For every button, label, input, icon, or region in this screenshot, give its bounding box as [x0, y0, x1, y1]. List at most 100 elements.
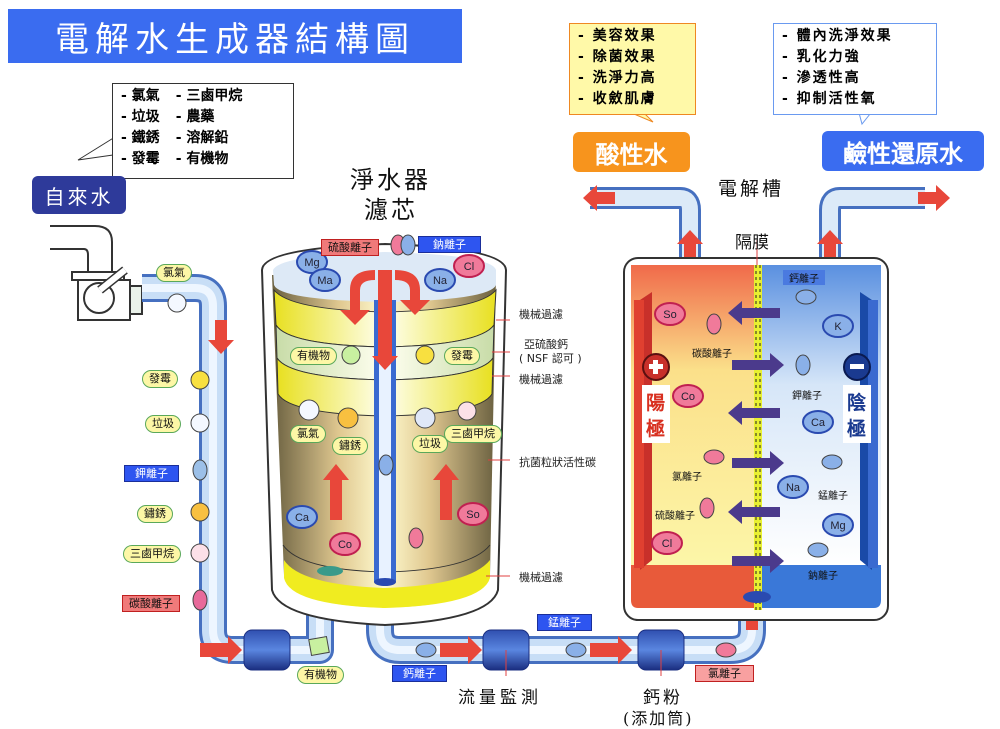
sodium-ion-label: 鈉離子 [418, 236, 481, 253]
filter-layer-note: ( NSF 認可 ) [519, 352, 582, 365]
ion-symbol: Na [786, 482, 801, 494]
ion-symbol: Ca [811, 417, 826, 429]
contaminant-pill: 有機物 [290, 347, 337, 365]
tank-ion-label: 錳離子 [818, 491, 848, 502]
benefit-item: - 乳化力強 [782, 49, 861, 65]
ion-so-bubble: So [654, 302, 686, 326]
contaminant-callout-tail [77, 136, 116, 161]
membrane-label: 隔膜 [735, 233, 769, 253]
ion-co-bubble: Co [672, 384, 704, 408]
ion-ca-bubble: Ca [286, 505, 318, 529]
pipe-label: 鉀離子 [124, 465, 179, 482]
contaminant-item: - 農藥 [175, 109, 215, 125]
contaminant-list-1: - 氯氣 - 垃圾 - 鐵銹 - 發霉 [121, 86, 160, 170]
ion-so-bubble: So [457, 502, 489, 526]
contaminant-item: - 鐵銹 [121, 130, 160, 146]
acid-water-label: 酸性水 [573, 132, 690, 172]
pipe-label: 三鹵甲烷 [123, 545, 181, 563]
benefit-item: - 滲透性高 [782, 70, 861, 86]
tank-ion-label: 碳酸離子 [692, 349, 732, 360]
tank-ion-label: 鈣離子 [783, 270, 825, 285]
acid-outlet-pipe [590, 187, 701, 265]
ion-symbol: Mg [830, 520, 845, 532]
cathode-label-2: 極 [847, 418, 867, 440]
ion-ma-bubble: Ma [309, 268, 341, 292]
calcium-cartridge-label: (添加筒) [623, 709, 694, 728]
tank-ion-label: 硫酸離子 [655, 511, 695, 522]
anode-label-2: 極 [646, 418, 666, 440]
calcium-ion-label: 鈣離子 [392, 665, 447, 682]
contaminant-pill: 垃圾 [412, 435, 448, 453]
benefit-item: - 抑制活性氧 [782, 91, 877, 107]
pipe-label: 碳酸離子 [122, 595, 180, 612]
coupling-inlet [243, 629, 291, 671]
ion-symbol: Ma [317, 275, 333, 287]
ion-na-bubble: Na [424, 268, 456, 292]
ion-symbol: Co [681, 391, 695, 403]
benefit-item: - 體內洗淨效果 [782, 28, 893, 44]
cathode-label-1: 陰 [847, 392, 867, 414]
contaminant-list-2: - 三鹵甲烷 - 農藥 - 溶解鉛 - 有機物 [176, 86, 243, 170]
filter-layer-label: 機械過濾 [519, 373, 563, 386]
faucet-icon [50, 225, 143, 321]
contaminant-item: - 溶解鉛 [175, 130, 229, 146]
contaminant-pill: 鏽銹 [332, 437, 368, 455]
contaminant-pill: 三鹵甲烷 [444, 425, 502, 443]
ion-symbol: Na [433, 275, 448, 287]
tank-ion-label: 氯離子 [672, 472, 702, 483]
ion-symbol: Cl [662, 538, 672, 550]
chlorine-ion-label: 氯離子 [695, 665, 754, 682]
filter-subtitle: 濾芯 [364, 196, 418, 224]
sulfate-ion-label: 硫酸離子 [321, 239, 379, 256]
contaminant-callout: - 氯氣 - 垃圾 - 鐵銹 - 發霉 - 三鹵甲烷 - 農藥 - 溶解鉛 - … [112, 83, 294, 179]
ion-na-bubble: Na [777, 475, 809, 499]
manganese-ion-label: 錳離子 [537, 614, 592, 631]
contaminant-pill: 氯氣 [290, 425, 326, 443]
acid-water-benefits: - 美容效果 - 除菌效果 - 洗淨力高 - 收斂肌膚 [569, 23, 696, 115]
ion-cl-bubble: Cl [651, 531, 683, 555]
filter-layer-label: 機械過濾 [519, 308, 563, 321]
ion-symbol: So [663, 309, 676, 321]
benefit-item: - 洗淨力高 [578, 70, 657, 86]
alkaline-outlet-pipe [819, 187, 925, 265]
filter-layer-label: 亞硫酸鈣 [524, 338, 568, 351]
contaminant-item: - 垃圾 [121, 109, 160, 125]
ion-symbol: Mg [304, 257, 319, 269]
pipe-label: 垃圾 [145, 415, 181, 433]
contaminant-item: - 有機物 [175, 151, 229, 167]
tank-title: 電解槽 [718, 178, 785, 200]
tank-ion-label: 鈉離子 [808, 571, 838, 582]
filter-title: 淨水器 [350, 166, 431, 194]
contaminant-mascots [167, 234, 843, 658]
contaminant-pill: 發霉 [444, 347, 480, 365]
filter-layer-label: 抗菌粒狀活性碳 [519, 456, 596, 469]
alkaline-water-benefits: - 體內洗淨效果 - 乳化力強 - 滲透性高 - 抑制活性氧 [773, 23, 937, 115]
filter-cartridge [260, 242, 510, 627]
calcium-powder-label: 鈣粉 [643, 688, 683, 708]
ion-symbol: Cl [464, 261, 474, 273]
benefit-item: - 美容效果 [578, 28, 657, 44]
ion-symbol: Ca [295, 512, 310, 524]
tank-ion-label: 鉀離子 [792, 391, 822, 402]
tap-water-label: 自來水 [32, 176, 126, 214]
contaminant-item: - 三鹵甲烷 [175, 88, 243, 104]
filter-layer-label: 機械過濾 [519, 571, 563, 584]
ion-symbol: So [466, 509, 479, 521]
ion-mg-bubble: Mg [822, 513, 854, 537]
pipe-label: 氯氣 [156, 264, 192, 282]
ion-symbol: K [834, 321, 842, 333]
ion-transfer-arrows [728, 301, 784, 573]
anode-label-1: 陽 [646, 392, 666, 414]
outlet-pipe [366, 585, 766, 664]
ion-co-bubble: Co [329, 532, 361, 556]
benefit-item: - 除菌效果 [578, 49, 657, 65]
ion-ca-bubble: Ca [802, 410, 834, 434]
pipe-label: 鏽銹 [137, 505, 173, 523]
page-title: 電解水生成器結構圖 [8, 9, 462, 63]
flow-meter-label: 流量監測 [458, 688, 542, 708]
pipe-label: 發霉 [142, 370, 178, 388]
ion-symbol: Co [338, 539, 352, 551]
pipe-label: 有機物 [297, 666, 344, 684]
